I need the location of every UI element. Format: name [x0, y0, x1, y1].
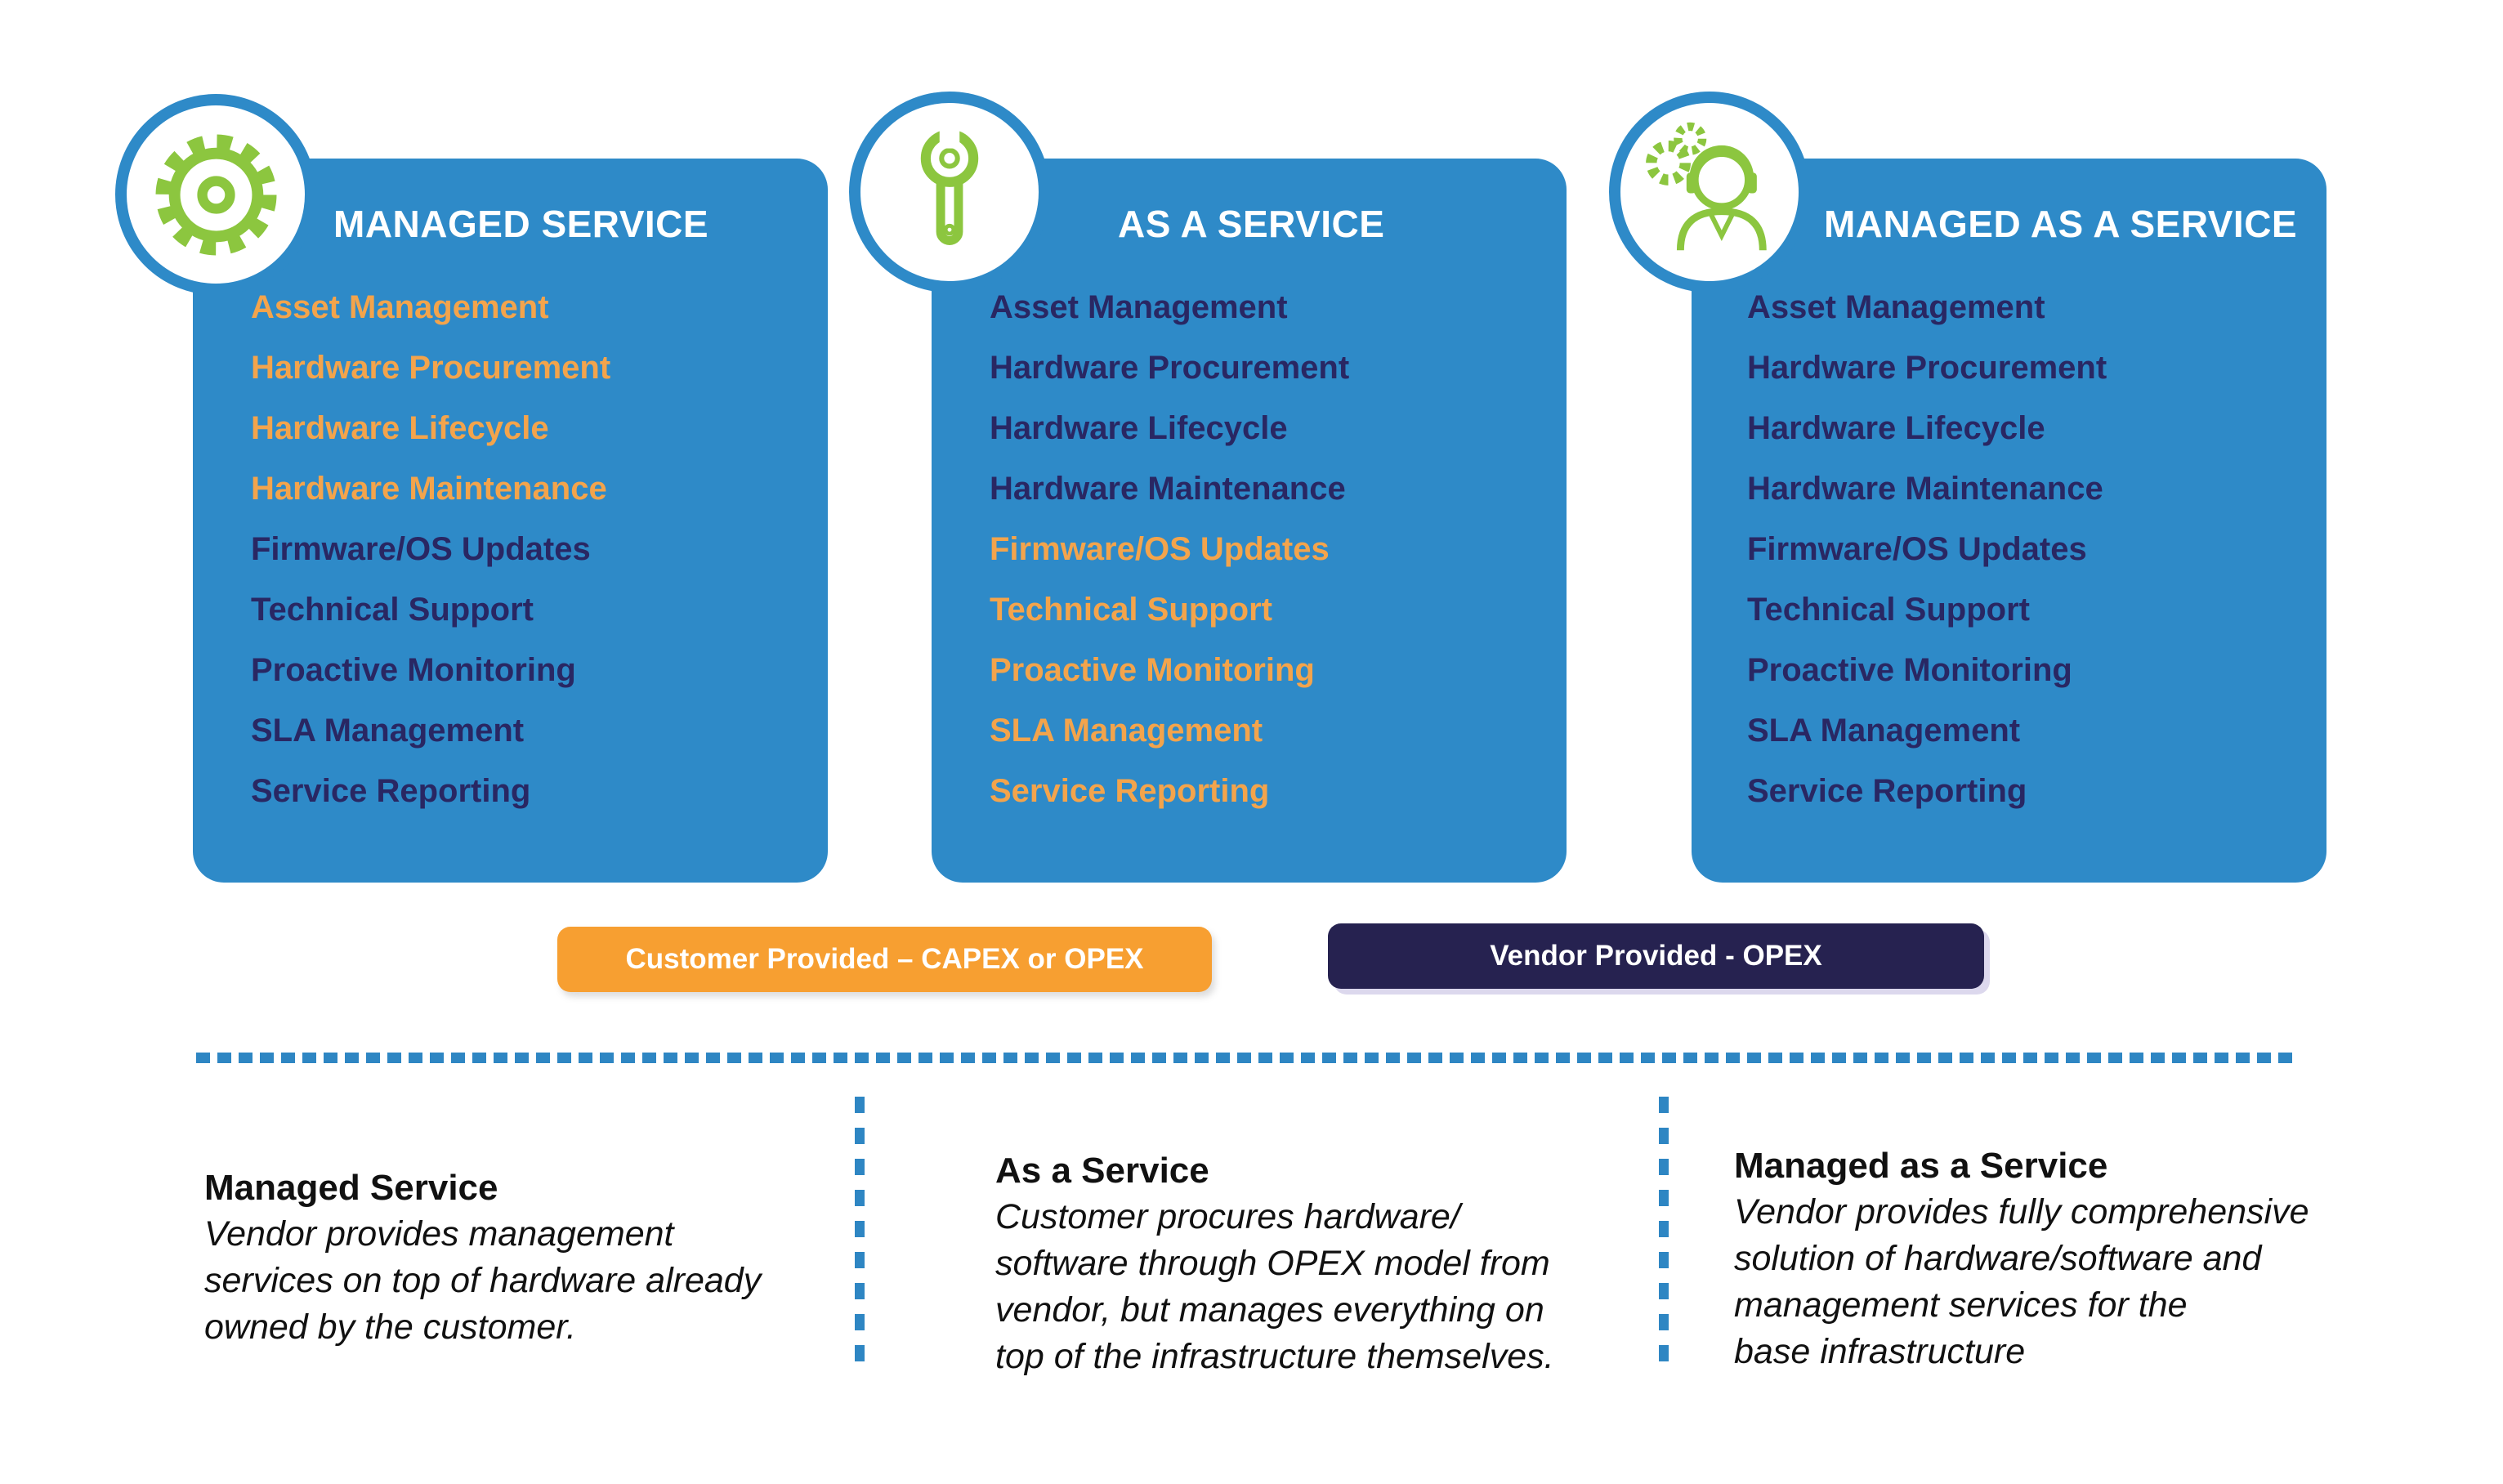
description-title: As a Service — [995, 1151, 1209, 1191]
service-item: Asset Management — [251, 288, 549, 325]
service-item: Technical Support — [251, 591, 534, 628]
description-line: Vendor provides fully comprehensive — [1734, 1192, 2309, 1231]
card-title-managed-as-a-service: MANAGED AS A SERVICE — [1824, 203, 2298, 245]
service-item: Service Reporting — [990, 772, 1270, 809]
service-item: Hardware Lifecycle — [251, 409, 549, 446]
service-item: Asset Management — [1747, 288, 2045, 325]
service-list-managed-service: Asset Management Hardware Procurement Ha… — [251, 277, 610, 821]
service-item: Proactive Monitoring — [251, 651, 576, 688]
service-item: Hardware Lifecycle — [1747, 409, 2045, 446]
service-item: Hardware Maintenance — [251, 470, 607, 507]
description-title: Managed Service — [204, 1168, 498, 1208]
service-item: Asset Management — [990, 288, 1288, 325]
support-agent-icon — [1637, 119, 1782, 265]
service-item: Proactive Monitoring — [990, 651, 1315, 688]
description-title: Managed as a Service — [1734, 1146, 2108, 1186]
service-item: SLA Management — [1747, 712, 2021, 749]
legend-customer-chip: Customer Provided – CAPEX or OPEX — [557, 927, 1212, 992]
description-line: services on top of hardware already — [204, 1261, 762, 1300]
description-managed-as-a-service: Managed as a Service Vendor provides ful… — [1734, 1142, 2309, 1375]
legend-vendor-label: Vendor Provided - OPEX — [1490, 940, 1822, 972]
card-managed-service — [193, 159, 828, 883]
support-agent-icon-badge — [1609, 92, 1810, 293]
description-as-a-service: As a Service Customer procures hardware/… — [995, 1147, 1554, 1380]
description-line: software through OPEX model from — [995, 1244, 1550, 1283]
service-item: SLA Management — [251, 712, 525, 749]
vertical-dashed-separator-1 — [855, 1097, 865, 1363]
gear-icon-badge — [115, 94, 316, 295]
service-item: SLA Management — [990, 712, 1263, 749]
gear-icon — [141, 119, 292, 270]
service-item: Hardware Procurement — [990, 349, 1350, 386]
service-item: Hardware Procurement — [1747, 349, 2107, 386]
description-line: top of the infrastructure themselves. — [995, 1337, 1554, 1376]
horizontal-dashed-divider — [196, 1053, 2296, 1063]
card-as-a-service — [932, 159, 1567, 883]
service-item: Firmware/OS Updates — [251, 530, 591, 567]
service-item: Hardware Maintenance — [1747, 470, 2103, 507]
description-managed-service: Managed Service Vendor provides manageme… — [204, 1164, 761, 1351]
vertical-dashed-separator-2 — [1659, 1097, 1669, 1363]
service-item: Hardware Lifecycle — [990, 409, 1288, 446]
service-item: Firmware/OS Updates — [990, 530, 1330, 567]
service-item: Technical Support — [990, 591, 1272, 628]
wrench-icon — [900, 123, 999, 261]
service-item: Service Reporting — [1747, 772, 2027, 809]
service-list-managed-as-a-service: Asset Management Hardware Procurement Ha… — [1747, 277, 2107, 821]
description-line: Vendor provides management — [204, 1214, 674, 1254]
service-item: Service Reporting — [251, 772, 531, 809]
legend-customer-label: Customer Provided – CAPEX or OPEX — [625, 943, 1144, 975]
card-managed-as-a-service — [1692, 159, 2326, 883]
wrench-icon-badge — [849, 92, 1050, 293]
description-line: solution of hardware/software and — [1734, 1239, 2262, 1278]
service-item: Firmware/OS Updates — [1747, 530, 2087, 567]
card-title-managed-service: MANAGED SERVICE — [333, 203, 709, 245]
description-line: base infrastructure — [1734, 1332, 2026, 1371]
description-line: owned by the customer. — [204, 1307, 576, 1347]
service-list-as-a-service: Asset Management Hardware Procurement Ha… — [990, 277, 1349, 821]
description-line: Customer procures hardware/ — [995, 1197, 1460, 1236]
service-item: Hardware Procurement — [251, 349, 611, 386]
legend-vendor-chip: Vendor Provided - OPEX — [1328, 923, 1984, 989]
service-item: Technical Support — [1747, 591, 2030, 628]
card-title-as-a-service: AS A SERVICE — [1118, 203, 1385, 245]
description-line: vendor, but manages everything on — [995, 1290, 1544, 1330]
service-item: Proactive Monitoring — [1747, 651, 2072, 688]
service-item: Hardware Maintenance — [990, 470, 1346, 507]
description-line: management services for the — [1734, 1285, 2188, 1325]
